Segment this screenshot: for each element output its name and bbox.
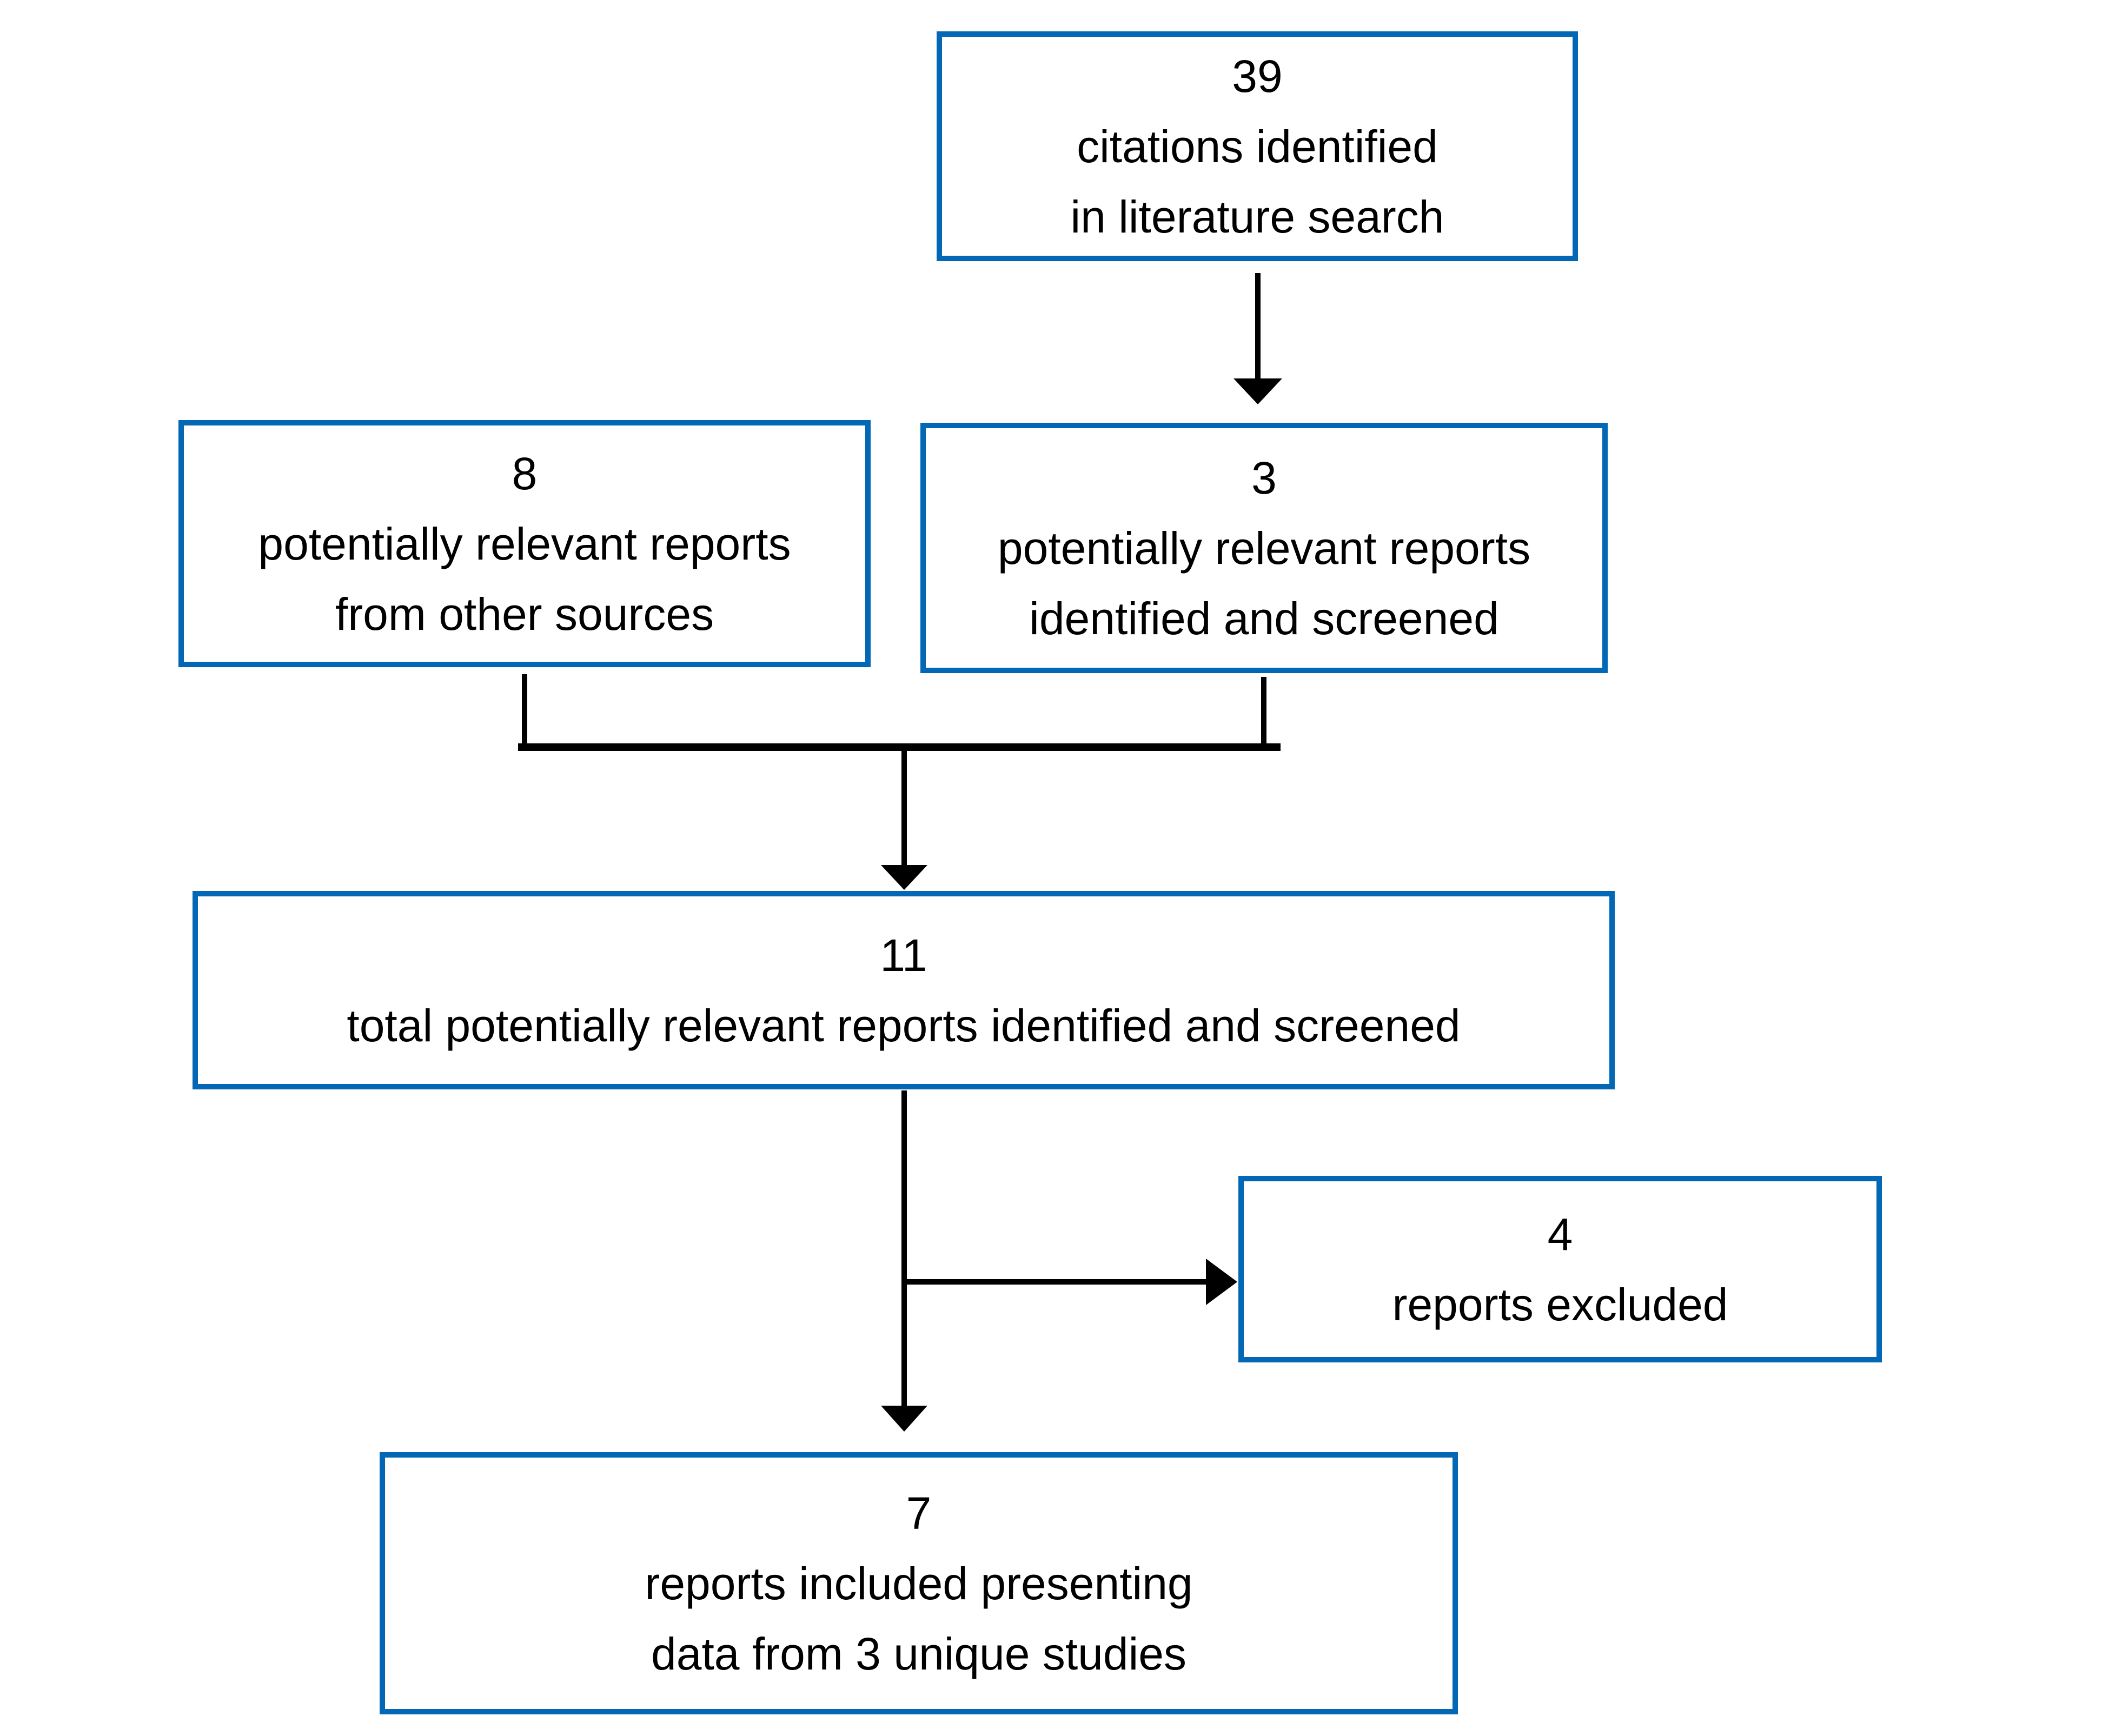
box-label-line: potentially relevant reports bbox=[258, 518, 791, 569]
box-count: 7 bbox=[906, 1487, 932, 1539]
box-reports-excluded: 4 reports excluded bbox=[1238, 1176, 1882, 1362]
box-total-screened: 11 total potentially relevant reports id… bbox=[193, 891, 1615, 1089]
box-label-line: data from 3 unique studies bbox=[651, 1628, 1186, 1679]
arrowhead-down-icon bbox=[881, 865, 927, 890]
box-label-line: total potentially relevant reports ident… bbox=[347, 1000, 1461, 1051]
arrowhead-right-icon bbox=[1206, 1259, 1237, 1305]
box-count: 11 bbox=[880, 929, 927, 981]
arrow-branch-to-excluded bbox=[901, 1259, 1237, 1305]
box-label-line: from other sources bbox=[335, 588, 714, 640]
box-label-line: citations identified bbox=[1077, 121, 1438, 172]
box-label-line: reports excluded bbox=[1392, 1279, 1728, 1330]
arrow-citations-to-screened bbox=[1233, 273, 1282, 404]
box-label-line: identified and screened bbox=[1029, 593, 1499, 644]
box-other-sources: 8 potentially relevant reports from othe… bbox=[178, 420, 871, 667]
box-count: 4 bbox=[1547, 1208, 1573, 1260]
box-count: 8 bbox=[512, 448, 538, 499]
arrowhead-down-icon bbox=[1233, 378, 1282, 404]
box-label-line: in literature search bbox=[1070, 191, 1444, 242]
box-count: 39 bbox=[1232, 50, 1283, 102]
box-label-line: reports included presenting bbox=[645, 1558, 1193, 1609]
box-reports-included: 7 reports included presenting data from … bbox=[380, 1452, 1458, 1714]
box-citations-identified: 39 citations identified in literature se… bbox=[937, 31, 1578, 261]
box-identified-screened: 3 potentially relevant reports identifie… bbox=[920, 423, 1608, 673]
arrow-total-to-included bbox=[881, 1090, 927, 1432]
connector-merge-to-total bbox=[518, 674, 1281, 890]
box-count: 3 bbox=[1251, 452, 1277, 503]
box-label-line: potentially relevant reports bbox=[997, 522, 1531, 574]
arrowhead-down-icon bbox=[881, 1406, 927, 1432]
